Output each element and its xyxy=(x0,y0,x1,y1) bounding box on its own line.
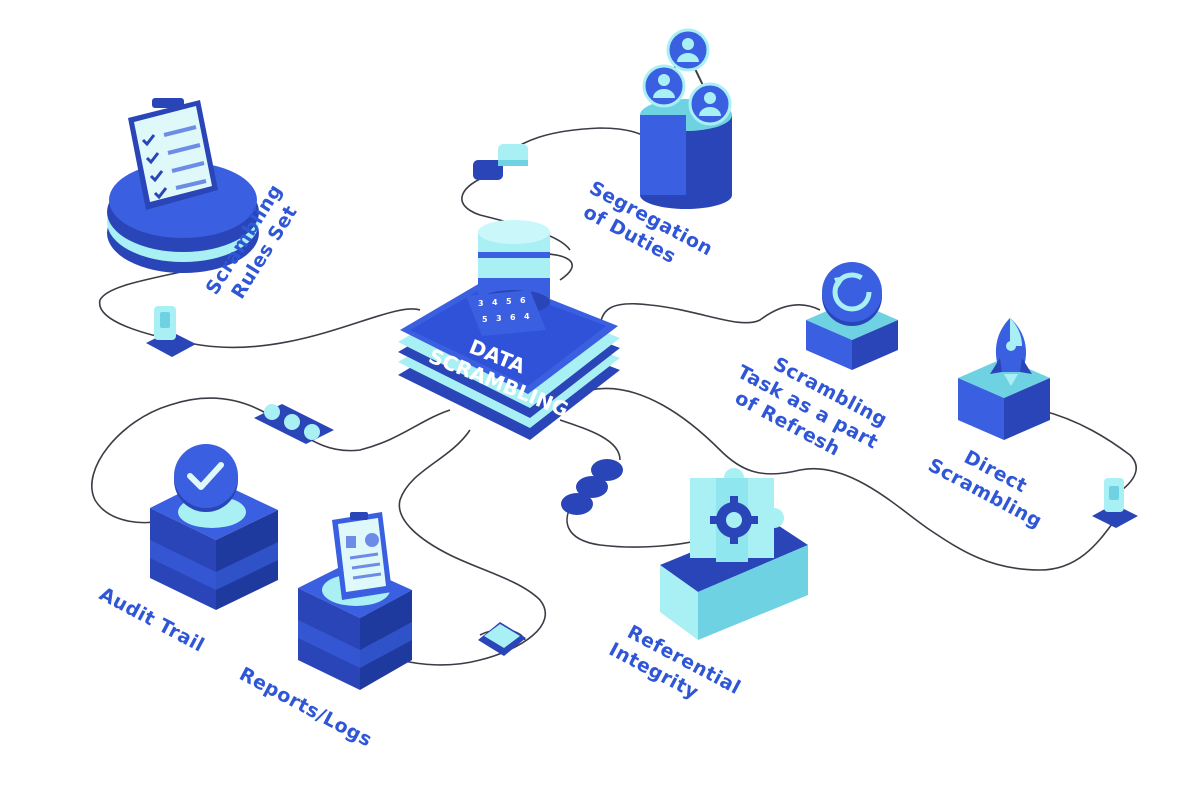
data-scrambling-hub: 3 4 5 6 5 3 6 4 DATA SCRAMBLING xyxy=(398,220,620,440)
node-direct-scrambling: Direct Scrambling xyxy=(924,318,1050,533)
connector-discs-referential xyxy=(561,459,623,515)
checkmark-badge-icon xyxy=(174,444,238,512)
puzzle-gear-icon xyxy=(690,468,784,562)
connector-square-reports xyxy=(478,622,526,656)
wire-hub-to-referential xyxy=(559,419,701,548)
node-reports-logs: Reports/Logs xyxy=(236,512,412,751)
keypad-digit: 4 xyxy=(492,298,498,307)
connector-wires xyxy=(91,127,1137,666)
node-referential-integrity: Referential Integrity xyxy=(605,468,808,704)
node-segregation-of-duties: Segregation of Duties xyxy=(580,28,732,268)
clipboard-checklist-icon xyxy=(128,98,218,210)
keypad-icon: 3 4 5 6 5 3 6 4 xyxy=(466,290,546,336)
node-audit-trail: Audit Trail xyxy=(96,444,278,657)
rocket-icon xyxy=(990,318,1032,386)
wire-rules-to-hub xyxy=(98,257,421,349)
connector-squares-top xyxy=(473,144,528,180)
keypad-digit: 5 xyxy=(506,297,512,306)
wire-hub-to-audit xyxy=(91,397,451,524)
keypad-digit: 4 xyxy=(524,312,530,321)
connector-beads-audit xyxy=(254,404,334,444)
database-cylinder-icon xyxy=(478,220,550,314)
keypad-digit: 6 xyxy=(520,296,526,305)
wire-hub-to-reports xyxy=(398,429,547,666)
report-document-icon xyxy=(332,512,392,600)
connector-plug-right xyxy=(1092,478,1138,528)
keypad-digit: 6 xyxy=(510,313,516,322)
node-scrambling-rules-set: Scrambling Rules Set xyxy=(107,98,302,303)
wire-direct-to-plug xyxy=(1039,409,1137,496)
keypad-digit: 3 xyxy=(496,314,502,323)
user-network-icon xyxy=(642,28,732,126)
node-scrambling-task-refresh: Scrambling Task as a part of Refresh xyxy=(731,262,898,461)
connector-plug-left xyxy=(146,306,196,357)
wire-hub-to-refresh xyxy=(599,303,821,331)
wire-hub-to-direct xyxy=(589,387,1116,571)
keypad-digit: 5 xyxy=(482,315,488,324)
keypad-digit: 3 xyxy=(478,299,484,308)
refresh-icon xyxy=(822,262,882,326)
